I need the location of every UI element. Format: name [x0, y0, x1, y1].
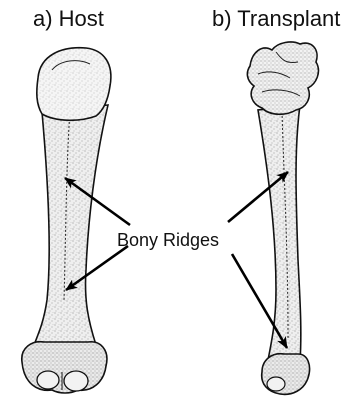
panel-a-label: a) Host [33, 6, 104, 32]
arrows [65, 172, 288, 348]
host-bone [22, 48, 111, 393]
bony-ridges-annotation: Bony Ridges [117, 230, 219, 251]
panel-b-label: b) Transplant [212, 6, 340, 32]
